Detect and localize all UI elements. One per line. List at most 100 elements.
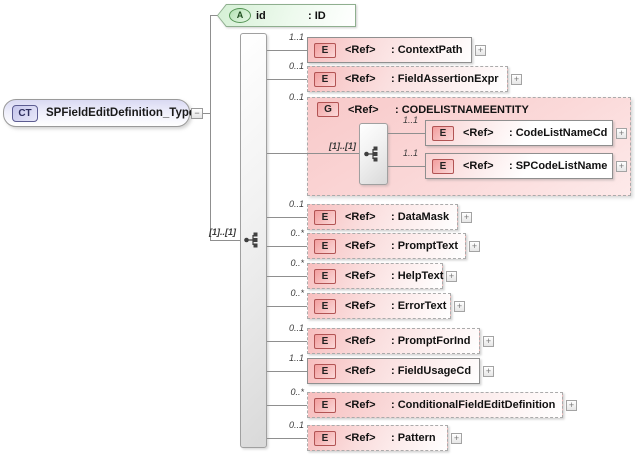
element-helptext[interactable]: E <Ref> : HelpText bbox=[307, 263, 443, 289]
element-pattern[interactable]: E <Ref> : Pattern bbox=[307, 425, 448, 451]
element-icon: E bbox=[314, 42, 336, 58]
attribute-name: id bbox=[256, 9, 266, 22]
element-promptforind[interactable]: E <Ref> : PromptForInd bbox=[307, 328, 480, 354]
element-name: : HelpText bbox=[391, 270, 444, 282]
connector-line bbox=[267, 217, 307, 218]
connector-line bbox=[267, 79, 307, 80]
element-name: : SPCodeListName bbox=[509, 160, 608, 172]
element-prompttext[interactable]: E <Ref> : PromptText bbox=[307, 233, 466, 259]
ref-label: <Ref> bbox=[345, 270, 376, 282]
element-conditionalfieldeditdefinition[interactable]: E <Ref> : ConditionalFieldEditDefinition bbox=[307, 392, 563, 418]
connector-line bbox=[267, 153, 359, 154]
element-name: : DataMask bbox=[391, 211, 450, 223]
connector-line bbox=[267, 371, 307, 372]
element-name: : ErrorText bbox=[391, 300, 447, 312]
cardinality-label: 1..1 bbox=[402, 115, 418, 125]
expand-button[interactable]: + bbox=[469, 241, 480, 252]
group-name: : CODELISTNAMEENTITY bbox=[395, 103, 529, 116]
element-name: : Pattern bbox=[391, 432, 436, 444]
cardinality-label: 1..1 bbox=[288, 32, 304, 42]
ref-label: <Ref> bbox=[345, 44, 376, 56]
occurs-label: [1]..[1] bbox=[209, 227, 236, 237]
complextype-name: SPFieldEditDefinition_Type bbox=[46, 107, 196, 119]
connector-line bbox=[210, 15, 218, 16]
collapse-button[interactable]: − bbox=[191, 108, 203, 119]
group-icon: G bbox=[317, 102, 339, 117]
attribute-node[interactable]: A id : ID bbox=[217, 4, 356, 27]
element-name: : CodeListNameCd bbox=[509, 127, 608, 139]
element-icon: E bbox=[314, 298, 336, 314]
element-icon: E bbox=[314, 430, 336, 446]
attribute-icon: A bbox=[229, 8, 251, 23]
ref-label: <Ref> bbox=[345, 432, 376, 444]
ref-label: <Ref> bbox=[463, 160, 494, 172]
expand-button[interactable]: + bbox=[451, 433, 462, 444]
group-header: G <Ref> : CODELISTNAMEENTITY bbox=[317, 102, 529, 117]
cardinality-label: 0..* bbox=[290, 288, 304, 298]
connector-line bbox=[267, 306, 307, 307]
ref-label: <Ref> bbox=[345, 335, 376, 347]
element-icon: E bbox=[432, 125, 454, 141]
cardinality-label: 0..1 bbox=[288, 61, 304, 71]
sequence-icon[interactable] bbox=[363, 145, 383, 163]
element-icon: E bbox=[314, 363, 336, 379]
element-codelistnamecd[interactable]: E <Ref> : CodeListNameCd bbox=[425, 120, 613, 146]
cardinality-label: 0..1 bbox=[288, 199, 304, 209]
complextype-node[interactable]: CT SPFieldEditDefinition_Type bbox=[3, 99, 195, 127]
expand-button[interactable]: + bbox=[511, 74, 522, 85]
connector-line bbox=[388, 133, 425, 134]
ref-label: <Ref> bbox=[345, 240, 376, 252]
ref-label: <Ref> bbox=[345, 365, 376, 377]
expand-button[interactable]: + bbox=[483, 336, 494, 347]
element-name: : FieldUsageCd bbox=[391, 365, 472, 377]
expand-button[interactable]: + bbox=[446, 271, 457, 282]
cardinality-label: 0..* bbox=[290, 228, 304, 238]
connector-line bbox=[267, 50, 307, 51]
ref-label: <Ref> bbox=[345, 300, 376, 312]
cardinality-label: 1..1 bbox=[288, 353, 304, 363]
connector-line bbox=[267, 246, 307, 247]
element-name: : ContextPath bbox=[391, 44, 463, 56]
connector-line bbox=[267, 341, 307, 342]
element-icon: E bbox=[314, 71, 336, 87]
connector-line bbox=[267, 405, 307, 406]
attribute-node-body: A id : ID bbox=[218, 5, 355, 26]
attribute-type: : ID bbox=[308, 9, 326, 22]
ref-label: <Ref> bbox=[348, 103, 379, 116]
element-fieldassertionexpr[interactable]: E <Ref> : FieldAssertionExpr bbox=[307, 66, 508, 92]
complextype-icon: CT bbox=[12, 104, 38, 122]
ref-label: <Ref> bbox=[345, 73, 376, 85]
element-icon: E bbox=[314, 209, 336, 225]
element-icon: E bbox=[314, 238, 336, 254]
expand-button[interactable]: + bbox=[566, 400, 577, 411]
element-datamask[interactable]: E <Ref> : DataMask bbox=[307, 204, 458, 230]
expand-button[interactable]: + bbox=[616, 161, 627, 172]
cardinality-label: 0..1 bbox=[288, 420, 304, 430]
element-errortext[interactable]: E <Ref> : ErrorText bbox=[307, 293, 451, 319]
expand-button[interactable]: + bbox=[616, 128, 627, 139]
element-spcodelistname[interactable]: E <Ref> : SPCodeListName bbox=[425, 153, 613, 179]
connector-line bbox=[210, 15, 211, 241]
connector-line bbox=[388, 166, 425, 167]
element-icon: E bbox=[314, 333, 336, 349]
connector-line bbox=[267, 438, 307, 439]
cardinality-label: 0..* bbox=[290, 387, 304, 397]
cardinality-label: 0..1 bbox=[288, 92, 304, 102]
element-name: : ConditionalFieldEditDefinition bbox=[391, 399, 556, 411]
occurs-label: [1]..[1] bbox=[329, 141, 356, 151]
element-fieldusagecd[interactable]: E <Ref> : FieldUsageCd bbox=[307, 358, 480, 384]
element-contextpath[interactable]: E <Ref> : ContextPath bbox=[307, 37, 472, 63]
expand-button[interactable]: + bbox=[483, 366, 494, 377]
cardinality-label: 1..1 bbox=[402, 148, 418, 158]
cardinality-label: 0..* bbox=[290, 258, 304, 268]
element-icon: E bbox=[314, 397, 336, 413]
expand-button[interactable]: + bbox=[475, 45, 486, 56]
element-icon: E bbox=[432, 158, 454, 174]
expand-button[interactable]: + bbox=[461, 212, 472, 223]
sequence-icon[interactable] bbox=[243, 231, 263, 249]
element-name: : PromptText bbox=[391, 240, 459, 252]
ref-label: <Ref> bbox=[345, 399, 376, 411]
connector-line bbox=[203, 113, 211, 114]
expand-button[interactable]: + bbox=[454, 301, 465, 312]
